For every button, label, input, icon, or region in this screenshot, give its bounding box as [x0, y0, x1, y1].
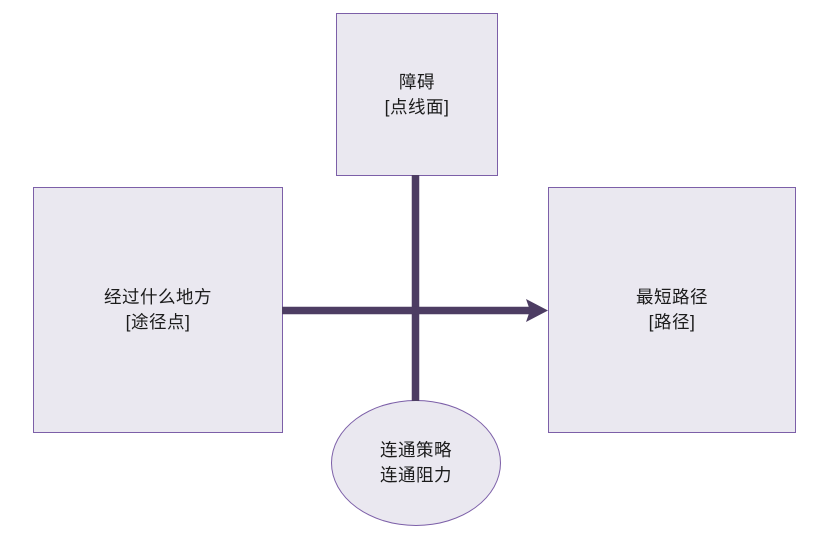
node-shortest-path-line2: [路径]	[648, 312, 696, 332]
node-waypoint-line2: [途径点]	[125, 312, 191, 332]
node-obstacle-line2: [点线面]	[384, 96, 450, 117]
node-connectivity-strategy-line1: 连通策略	[380, 440, 452, 460]
node-obstacle[interactable]: 障碍 [点线面]	[336, 13, 498, 176]
node-obstacle-line1: 障碍	[399, 71, 435, 92]
node-waypoint-line1: 经过什么地方	[104, 287, 212, 307]
arrowhead-icon	[526, 299, 548, 322]
node-waypoint[interactable]: 经过什么地方 [途径点]	[33, 187, 283, 433]
node-shortest-path-line1: 最短路径	[636, 287, 708, 307]
node-connectivity-strategy[interactable]: 连通策略 连通阻力	[331, 400, 501, 526]
node-connectivity-strategy-line2: 连通阻力	[380, 465, 452, 485]
node-shortest-path[interactable]: 最短路径 [路径]	[548, 187, 796, 433]
